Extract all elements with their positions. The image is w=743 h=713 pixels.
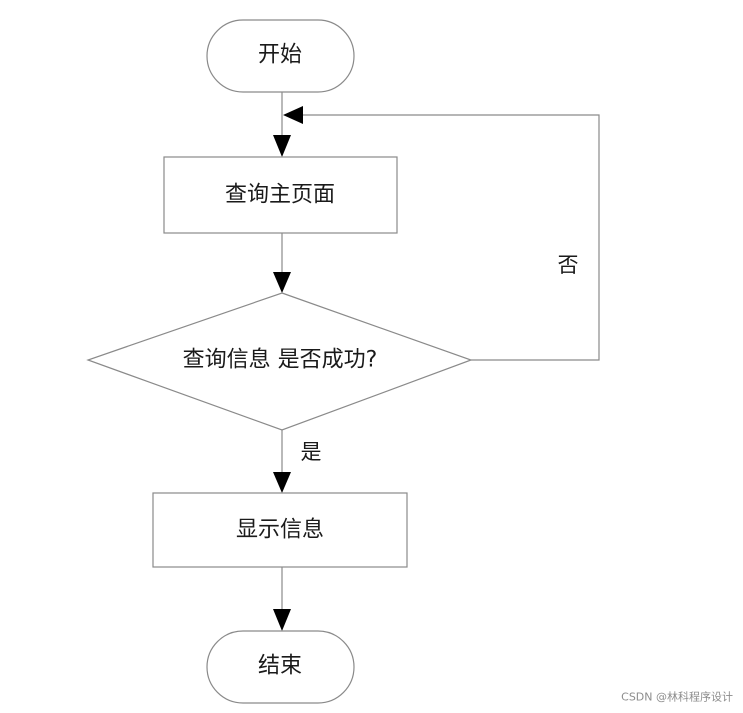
start-node (206, 19, 355, 93)
start-label: 开始 (258, 43, 302, 68)
arrowhead-into-end (273, 609, 291, 631)
yes-branch-label: 是 (301, 440, 322, 464)
decision-label: 查询信息 是否成功? (183, 348, 378, 373)
watermark-text: CSDN @林科程序设计 (621, 690, 733, 704)
query-home-node (163, 156, 398, 234)
arrowhead-into-query (273, 135, 291, 157)
show-info-node (152, 492, 408, 568)
query-home-label: 查询主页面 (225, 183, 335, 208)
end-node (206, 630, 355, 704)
arrowhead-into-show (273, 472, 291, 493)
no-branch-label: 否 (558, 253, 579, 277)
show-info-label: 显示信息 (236, 518, 324, 543)
arrowhead-loop-return (283, 106, 303, 124)
connector-no-loop (303, 114, 600, 361)
end-label: 结束 (258, 654, 302, 679)
arrowhead-into-decision (273, 272, 291, 293)
